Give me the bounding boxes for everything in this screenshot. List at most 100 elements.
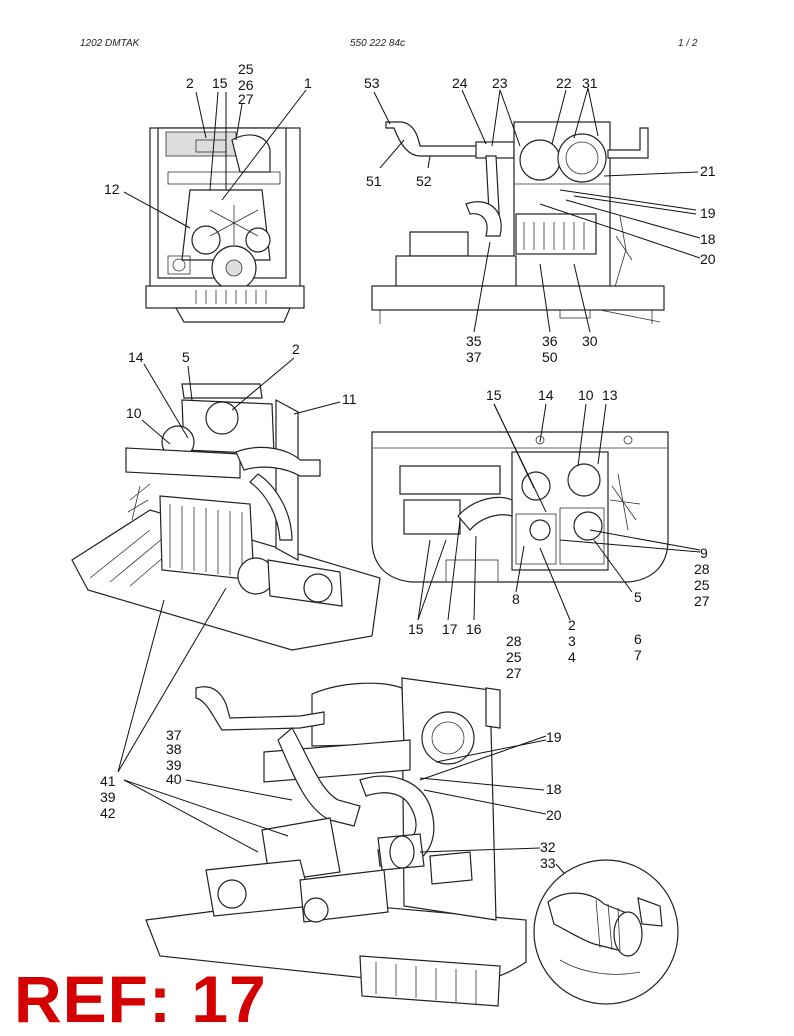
v5-air-filter bbox=[421, 711, 475, 765]
callout-28: 28 bbox=[694, 561, 710, 577]
v2-turbo-housing bbox=[409, 231, 469, 257]
v5-skid-front bbox=[359, 955, 501, 1007]
callout-33: 33 bbox=[540, 855, 556, 871]
callout-7: 7 bbox=[634, 647, 642, 663]
v2-engine bbox=[515, 213, 597, 255]
v5-exhaust-riser bbox=[277, 727, 361, 827]
v4-fan bbox=[609, 473, 641, 531]
reference-label: REF: 17 bbox=[14, 962, 267, 1036]
callout-26: 26 bbox=[238, 77, 254, 93]
callout-18: 18 bbox=[546, 781, 562, 797]
callout-39-b: 39 bbox=[100, 789, 116, 805]
v3-lift-bar bbox=[181, 383, 263, 399]
v2-tow-bar bbox=[599, 309, 661, 323]
view-isometric-leaders bbox=[141, 357, 341, 445]
callout-52: 52 bbox=[416, 173, 432, 189]
v1-crossbar bbox=[167, 171, 281, 185]
callout-22: 22 bbox=[556, 75, 572, 91]
callout-5-lower: 5 bbox=[634, 589, 642, 605]
callout-20: 20 bbox=[700, 251, 716, 267]
callout-20: 20 bbox=[546, 807, 562, 823]
header-page-number: 1 / 2 bbox=[678, 38, 698, 49]
v3-engine-fins bbox=[169, 504, 243, 576]
callout-15-lower: 15 bbox=[408, 621, 424, 637]
callout-36: 36 bbox=[542, 333, 558, 349]
callout-2-lower: 2 bbox=[568, 617, 576, 633]
callout-37: 37 bbox=[466, 349, 482, 365]
callout-4: 4 bbox=[568, 649, 576, 665]
callout-3: 3 bbox=[568, 633, 576, 649]
callout-41: 41 bbox=[100, 773, 116, 789]
v4-air-inlet bbox=[567, 463, 601, 497]
v3-exhaust-hose bbox=[249, 473, 293, 541]
callout-12: 12 bbox=[104, 181, 120, 197]
callout-23: 23 bbox=[492, 75, 508, 91]
callout-15: 15 bbox=[212, 75, 228, 91]
callout-27: 27 bbox=[238, 91, 254, 107]
callout-25-lower: 25 bbox=[506, 649, 522, 665]
callout-2: 2 bbox=[292, 341, 300, 357]
v4-exhaust-run bbox=[399, 465, 501, 495]
view-top bbox=[371, 431, 669, 583]
v4-turbo bbox=[403, 499, 461, 535]
callout-10: 10 bbox=[578, 387, 594, 403]
header-part-number: 550 222 84c bbox=[350, 38, 406, 49]
v1-base-vents bbox=[195, 290, 267, 304]
v3-base-skid bbox=[71, 509, 381, 651]
v1-fan-blades bbox=[209, 205, 259, 245]
v2-base-skid bbox=[371, 285, 665, 311]
detail-clamp bbox=[613, 911, 643, 957]
v1-oil-pan bbox=[174, 307, 291, 323]
v1-crank-hub bbox=[225, 259, 243, 277]
callout-39: 39 bbox=[166, 757, 182, 773]
v5-turbo-outlet bbox=[389, 835, 415, 869]
detail-bracket bbox=[637, 897, 663, 927]
callout-40: 40 bbox=[166, 771, 182, 787]
callout-50: 50 bbox=[542, 349, 558, 365]
callout-15: 15 bbox=[486, 387, 502, 403]
view-large-isometric bbox=[145, 677, 527, 1007]
v5-sensor bbox=[429, 851, 473, 885]
v4-filter-small bbox=[529, 519, 551, 541]
callout-14: 14 bbox=[128, 349, 144, 365]
v5-exhaust-pipe bbox=[195, 686, 325, 731]
v5-cover bbox=[311, 682, 405, 747]
v2-exhaust-pipe bbox=[385, 121, 481, 157]
callout-19: 19 bbox=[700, 205, 716, 221]
v3-crossmember bbox=[125, 447, 241, 479]
v3-intake-pipe bbox=[235, 446, 321, 477]
callout-17: 17 bbox=[442, 621, 458, 637]
v3-fan bbox=[127, 483, 151, 521]
v2-engine-fins bbox=[523, 222, 585, 250]
callout-11: 11 bbox=[342, 391, 357, 407]
v2-air-filter-large bbox=[557, 133, 607, 183]
callout-6: 6 bbox=[634, 631, 642, 647]
v3-air-filter bbox=[205, 401, 239, 435]
callout-28-lower: 28 bbox=[506, 633, 522, 649]
v2-fan bbox=[613, 215, 633, 291]
view-isometric bbox=[71, 383, 381, 651]
callout-53: 53 bbox=[364, 75, 380, 91]
v2-hose-upper bbox=[465, 201, 502, 237]
v1-gauge bbox=[172, 258, 186, 272]
callout-27: 27 bbox=[694, 593, 710, 609]
v2-lift-handle bbox=[607, 127, 649, 159]
v2-air-filter-small bbox=[519, 139, 561, 181]
callout-42: 42 bbox=[100, 805, 116, 821]
callout-25: 25 bbox=[694, 577, 710, 593]
v2-generator bbox=[395, 255, 517, 287]
v1-pulley-right bbox=[245, 227, 271, 253]
callout-51: 51 bbox=[366, 173, 382, 189]
callout-31: 31 bbox=[582, 75, 598, 91]
callout-8: 8 bbox=[512, 591, 520, 607]
v1-pulley-left bbox=[191, 225, 221, 255]
v1-intake-pipe bbox=[231, 134, 271, 173]
header-doc-code: 1202 DMTAK bbox=[80, 38, 140, 49]
v4-foot bbox=[445, 559, 499, 583]
view-side-leaders bbox=[373, 87, 701, 333]
v1-gauge-panel bbox=[167, 255, 191, 275]
callout-13: 13 bbox=[602, 387, 618, 403]
v5-gen-end bbox=[217, 879, 247, 909]
detail-lower-hose bbox=[559, 959, 641, 975]
